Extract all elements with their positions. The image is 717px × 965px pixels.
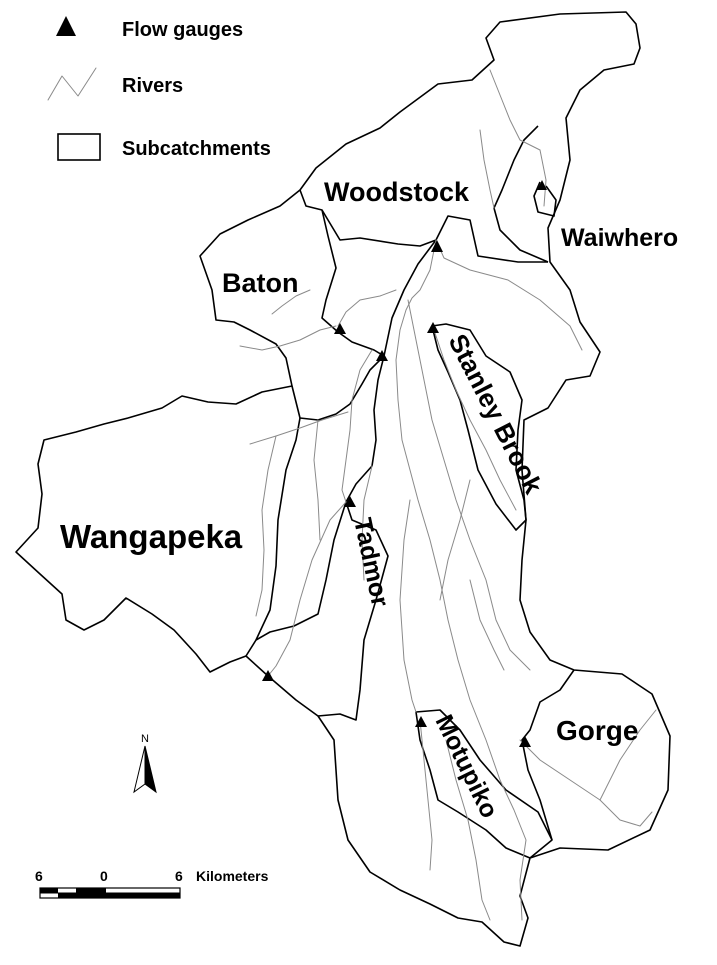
baton-boundary	[291, 209, 385, 421]
scale-unit: Kilometers	[196, 868, 269, 884]
gauge-legend-icon	[56, 16, 76, 36]
label-tadmor: Tadmor	[348, 515, 394, 609]
legend-rivers-label: Rivers	[122, 75, 183, 97]
flow-gauges	[262, 180, 547, 747]
central-divide	[383, 239, 437, 357]
gauge-icon	[537, 180, 547, 190]
scale-tick-right: 6	[175, 868, 183, 884]
gauge-icon	[431, 240, 443, 252]
label-wangapeka: Wangapeka	[60, 518, 243, 555]
legend-gauges-label: Flow gauges	[122, 19, 243, 41]
waiwhero-divide	[493, 125, 549, 263]
legend: Flow gauges Rivers Subcatchments	[47, 16, 271, 161]
north-arrow-right	[144, 745, 157, 794]
north-arrow-left	[133, 745, 146, 794]
wangapeka-east-edge	[255, 417, 301, 641]
label-motupiko: Motupiko	[430, 710, 504, 822]
gauge-icon	[376, 350, 388, 361]
tadmor-west-edge	[245, 501, 347, 657]
gauge-icon	[262, 670, 274, 681]
north-arrow: N	[133, 733, 157, 794]
label-baton: Baton	[222, 268, 299, 298]
north-label: N	[141, 733, 149, 745]
gauge-icon	[427, 322, 439, 333]
subcatchment-labels: Woodstock Waiwhero Baton Stanley Brook W…	[60, 177, 678, 822]
label-woodstock: Woodstock	[324, 177, 470, 207]
label-waiwhero: Waiwhero	[561, 224, 678, 252]
motupiko-boundary	[415, 709, 553, 859]
gauge-icon	[415, 716, 427, 727]
label-gorge: Gorge	[556, 715, 638, 746]
scale-tick-mid: 0	[100, 868, 108, 884]
gauge-icon	[519, 736, 531, 747]
scale-tick-left: 6	[35, 868, 43, 884]
gorge-divide	[521, 669, 575, 841]
gauge-icon	[344, 496, 356, 507]
label-stanley-brook: Stanley Brook	[443, 329, 549, 499]
river-legend-icon	[47, 67, 97, 101]
river-network	[239, 69, 657, 921]
catchment-outline	[15, 11, 671, 947]
legend-subcatchments-label: Subcatchments	[122, 138, 271, 160]
subcatchment-legend-icon	[57, 133, 101, 161]
scale-bar: 6 0 6 Kilometers	[35, 868, 269, 899]
gauge-icon	[334, 323, 346, 334]
waiwhero-gauge-loop	[533, 181, 557, 217]
subcatchment-boundaries	[15, 11, 671, 947]
tadmor-boundary	[317, 355, 389, 721]
